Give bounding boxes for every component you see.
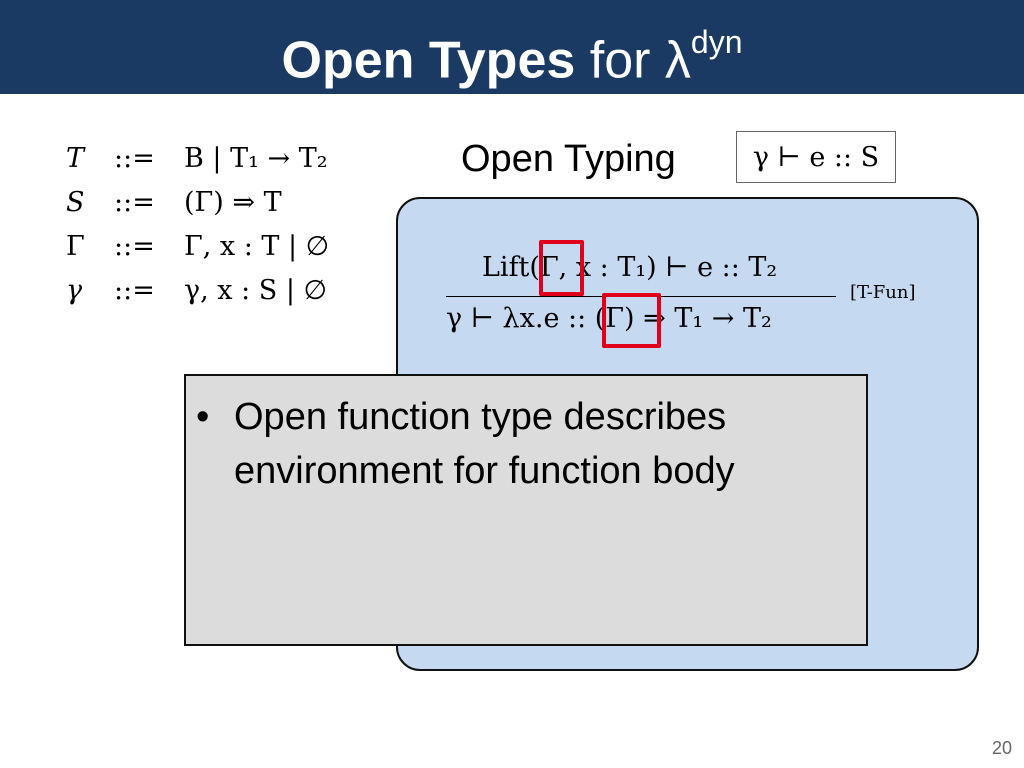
grammar-rhs: Γ, x : T | ∅	[184, 231, 330, 262]
slide-title: Open Types for λdyn	[0, 16, 1024, 92]
typing-judgment-box: γ ⊢ e :: S	[736, 131, 896, 183]
rule-name: [T-Fun]	[850, 282, 916, 303]
grammar-lhs: Γ	[66, 231, 85, 262]
rule-premise: Lift(Γ, x : T₁) ⊢ e :: T₂	[482, 252, 778, 283]
grammar-lhs: S	[66, 187, 85, 218]
grammar-operator: ::=	[114, 275, 155, 306]
inference-rule: Lift(Γ, x : T₁) ⊢ e :: T₂ γ ⊢ λx.e :: (Γ…	[444, 250, 944, 350]
title-rest: for λ	[589, 31, 691, 90]
grammar-operator: ::=	[114, 143, 155, 174]
grammar-rhs: (Γ) ⇒ T	[184, 187, 282, 218]
rule-conclusion: γ ⊢ λx.e :: (Γ) ⇒ T₁ → T₂	[446, 303, 772, 334]
grammar-lhs: T	[66, 143, 85, 174]
gamma-highlight-premise	[539, 240, 584, 296]
note-box	[184, 374, 868, 646]
open-typing-label: Open Typing	[461, 138, 676, 180]
title-main: Open Types	[281, 31, 576, 90]
grammar-rhs: B | T₁ → T₂	[184, 143, 328, 174]
bullet-symbol: •	[196, 396, 210, 438]
title-superscript: dyn	[690, 24, 743, 60]
page-number: 20	[991, 738, 1012, 758]
gamma-highlight-conclusion	[602, 293, 661, 348]
title-bar: Open Types for λdyn	[0, 0, 1024, 94]
typing-judgment: γ ⊢ e :: S	[752, 141, 880, 173]
grammar-operator: ::=	[114, 231, 155, 262]
grammar-operator: ::=	[114, 187, 155, 218]
grammar-lhs: γ	[66, 275, 83, 306]
grammar-rhs: γ, x : S | ∅	[184, 275, 328, 306]
bullet-text: Open function type describes environment…	[234, 396, 735, 492]
